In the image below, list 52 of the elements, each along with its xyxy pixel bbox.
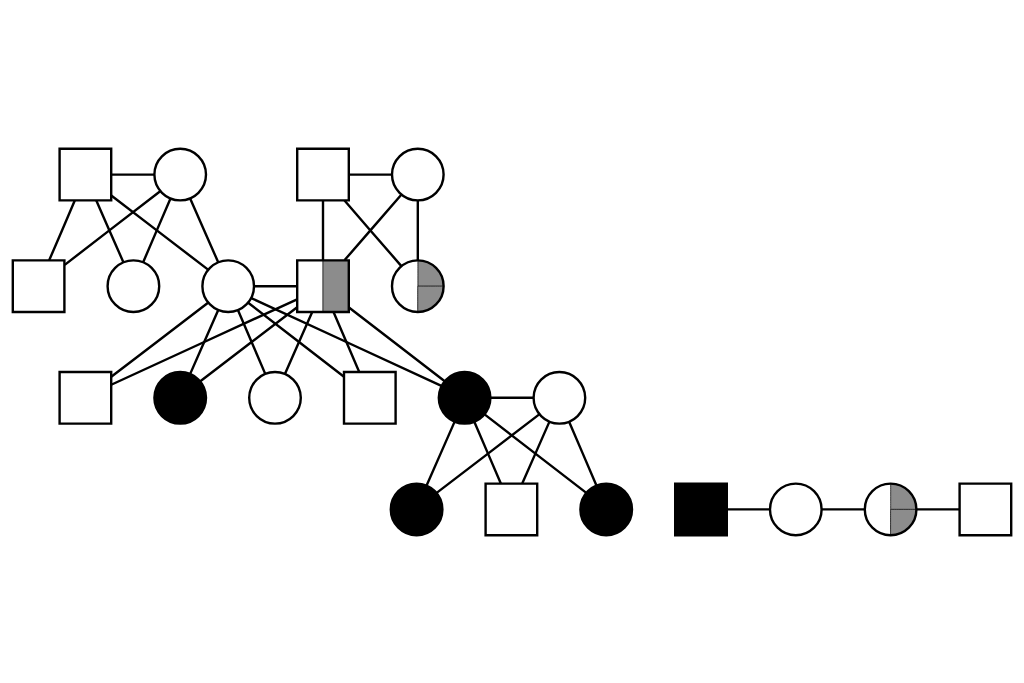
connector bbox=[95, 199, 125, 263]
connector bbox=[348, 172, 392, 176]
node-box bbox=[484, 481, 539, 536]
connector bbox=[726, 507, 770, 511]
connector bbox=[473, 421, 502, 484]
connector bbox=[283, 311, 314, 374]
node-box bbox=[11, 258, 66, 313]
connector bbox=[435, 412, 540, 494]
connector bbox=[343, 199, 403, 267]
connector bbox=[321, 200, 325, 260]
connector bbox=[425, 420, 456, 486]
node-box bbox=[58, 147, 113, 202]
node-circle bbox=[532, 370, 587, 425]
connector bbox=[189, 197, 220, 262]
node-circle bbox=[437, 370, 492, 425]
connector bbox=[250, 296, 442, 387]
connector bbox=[110, 301, 209, 378]
connector bbox=[189, 309, 220, 374]
connector bbox=[821, 507, 865, 511]
connector bbox=[343, 193, 403, 261]
node-circle bbox=[248, 370, 302, 425]
connector bbox=[237, 309, 267, 374]
node-circle bbox=[389, 481, 444, 536]
connector bbox=[64, 189, 161, 266]
connector bbox=[111, 172, 155, 176]
connector bbox=[254, 284, 298, 287]
connector bbox=[110, 194, 209, 271]
node-circle bbox=[768, 481, 823, 536]
node-circle bbox=[579, 481, 634, 536]
node-box bbox=[58, 370, 113, 425]
connector bbox=[332, 311, 361, 372]
connector bbox=[247, 301, 345, 377]
node-box bbox=[342, 370, 397, 425]
connector bbox=[416, 200, 419, 260]
node-circle bbox=[201, 258, 256, 313]
node-box bbox=[296, 147, 350, 202]
connector bbox=[199, 305, 298, 382]
connector bbox=[521, 420, 551, 484]
connector bbox=[142, 198, 172, 263]
connector bbox=[48, 199, 76, 261]
connector bbox=[483, 412, 588, 494]
node-circle bbox=[153, 147, 208, 202]
connector bbox=[348, 306, 446, 382]
node-circle bbox=[390, 147, 445, 202]
node-box bbox=[958, 481, 1013, 536]
node-circle bbox=[153, 370, 208, 425]
connector bbox=[110, 297, 298, 386]
node-circle bbox=[106, 258, 161, 313]
node-box bbox=[674, 481, 728, 536]
connector bbox=[916, 507, 960, 511]
connector bbox=[490, 396, 534, 399]
connector bbox=[568, 421, 598, 486]
